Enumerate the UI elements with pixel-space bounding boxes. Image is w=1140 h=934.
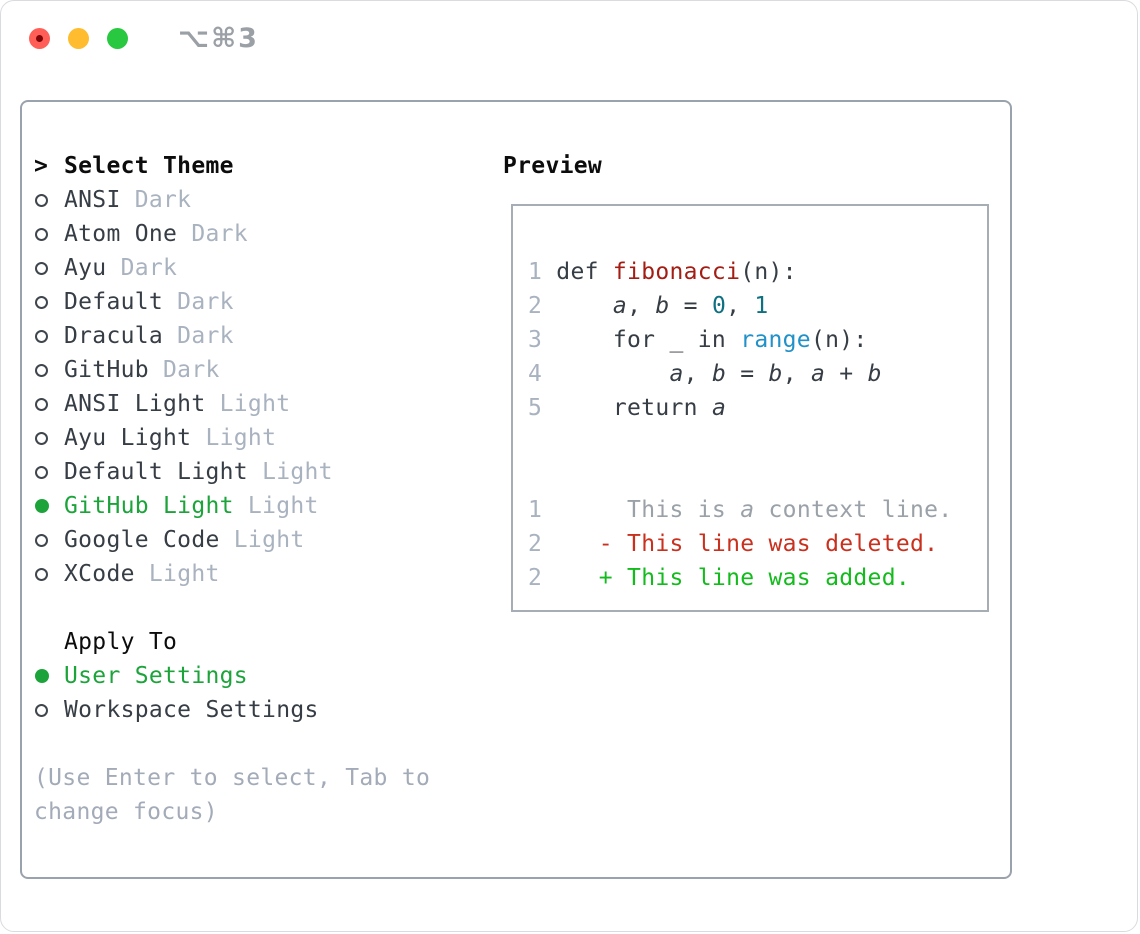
apply-to-option-label: Workspace Settings <box>64 697 319 723</box>
theme-variant-label: Light <box>219 527 305 553</box>
radio-unselected-icon[interactable] <box>35 465 48 479</box>
radio-unselected-icon[interactable] <box>35 261 48 275</box>
theme-item-label: Ayu <box>64 255 107 281</box>
help-text: (Use Enter to select, Tab to change focu… <box>34 765 431 825</box>
minimize-button[interactable] <box>68 27 89 49</box>
theme-item[interactable]: Ayu Light Light <box>34 421 430 455</box>
apply-to-option[interactable]: Workspace Settings <box>34 693 430 727</box>
theme-variant-label: Dark <box>106 255 178 281</box>
code-line: 3 for _ in range(n): <box>528 327 868 353</box>
theme-item-label: GitHub Light <box>64 493 234 519</box>
theme-variant-label: Dark <box>163 323 234 349</box>
preview-title: Preview <box>503 153 603 179</box>
theme-item[interactable]: XCode Light <box>34 557 430 591</box>
diff-line: 1 This is a context line. <box>528 497 953 523</box>
code-line: 4 a, b = b, a + b <box>528 361 882 387</box>
theme-item-label: Atom One <box>64 221 178 247</box>
theme-item[interactable]: Ayu Dark <box>34 251 430 285</box>
diff-sample: 1 This is a context line. 2 - This line w… <box>528 493 987 595</box>
diff-line: 2 + This line was added. <box>528 565 910 591</box>
theme-variant-label: Light <box>191 425 277 451</box>
zoom-button[interactable] <box>107 27 128 49</box>
code-line: 5 return a <box>528 395 727 421</box>
theme-item[interactable]: GitHub Light Light <box>34 489 430 523</box>
theme-variant-label: Dark <box>148 357 220 383</box>
radio-selected-icon[interactable] <box>35 669 49 683</box>
apply-to-title: Apply To <box>64 629 178 655</box>
theme-variant-label: Light <box>134 561 220 587</box>
theme-variant-label: Light <box>233 493 319 519</box>
theme-variant-label: Dark <box>163 289 234 315</box>
theme-item[interactable]: Atom One Dark <box>34 217 430 251</box>
radio-unselected-icon[interactable] <box>35 431 48 445</box>
traffic-lights <box>29 27 128 49</box>
theme-item[interactable]: Google Code Light <box>34 523 430 557</box>
theme-item[interactable]: Dracula Dark <box>34 319 430 353</box>
radio-unselected-icon[interactable] <box>35 227 48 241</box>
close-button[interactable] <box>29 27 50 49</box>
theme-item[interactable]: GitHub Dark <box>34 353 430 387</box>
titlebar: ⌥⌘3 <box>1 1 1137 75</box>
theme-item[interactable]: Default Light Light <box>34 455 430 489</box>
radio-selected-icon[interactable] <box>35 499 49 513</box>
radio-unselected-icon[interactable] <box>35 363 48 377</box>
apply-to-option-label: User Settings <box>64 663 248 689</box>
theme-item-label: ANSI <box>64 187 121 213</box>
radio-unselected-icon[interactable] <box>35 567 48 581</box>
code-line: 1 def fibonacci(n): <box>528 259 797 285</box>
theme-item-label: Default <box>64 289 164 315</box>
theme-item-label: ANSI Light <box>64 391 206 417</box>
preview-box: 1 def fibonacci(n): 2 a, b = 0, 1 3 for _ … <box>511 204 989 612</box>
theme-item[interactable]: ANSI Dark <box>34 183 430 217</box>
theme-item-label: Ayu Light <box>64 425 192 451</box>
radio-unselected-icon[interactable] <box>35 329 48 343</box>
code-preview: 1 def fibonacci(n): 2 a, b = 0, 1 3 for _ … <box>513 206 987 595</box>
theme-item[interactable]: ANSI Light Light <box>34 387 430 421</box>
focus-cursor: > <box>34 153 49 179</box>
code-line: 2 a, b = 0, 1 <box>528 293 769 319</box>
theme-item-label: XCode <box>64 561 135 587</box>
theme-picker-title: Select Theme <box>64 153 234 179</box>
theme-variant-label: Dark <box>120 187 192 213</box>
theme-item-label: GitHub <box>64 357 149 383</box>
radio-unselected-icon[interactable] <box>35 295 48 309</box>
theme-item-label: Default Light <box>64 459 248 485</box>
theme-variant-label: Light <box>205 391 291 417</box>
window-title: ⌥⌘3 <box>178 22 259 54</box>
theme-item[interactable]: Default Dark <box>34 285 430 319</box>
theme-variant-label: Light <box>247 459 333 485</box>
diff-line: 2 - This line was deleted. <box>528 531 939 557</box>
theme-item-label: Dracula <box>64 323 164 349</box>
radio-unselected-icon[interactable] <box>35 397 48 411</box>
radio-unselected-icon[interactable] <box>35 703 48 717</box>
radio-unselected-icon[interactable] <box>35 193 48 207</box>
radio-unselected-icon[interactable] <box>35 533 48 547</box>
apply-to-header: Apply To <box>34 625 430 659</box>
theme-item-label: Google Code <box>64 527 220 553</box>
theme-variant-label: Dark <box>177 221 248 247</box>
theme-picker-header: > Select Theme <box>34 149 430 183</box>
apply-to-option[interactable]: User Settings <box>34 659 430 693</box>
